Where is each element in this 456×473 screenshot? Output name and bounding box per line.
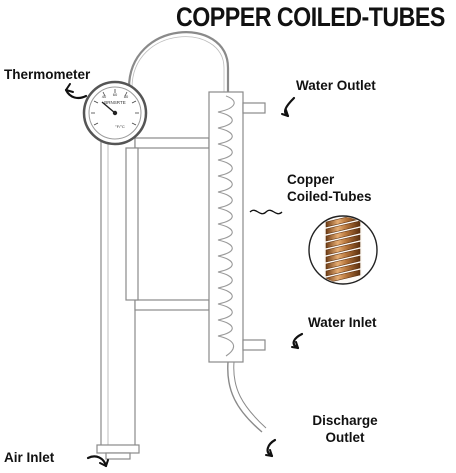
copper-coiled-tubes-label: Copper Coiled-Tubes [287, 171, 372, 205]
discharge-outlet-label: Discharge Outlet [303, 412, 387, 446]
discharge-label-line2: Outlet [325, 430, 365, 445]
callout-arrows [64, 83, 304, 468]
gauge-needle [101, 101, 116, 114]
page-title: COPPER COILED-TUBES [176, 2, 445, 32]
copper-label-line1: Copper [287, 172, 335, 187]
coil-tube [217, 95, 235, 357]
thermometer-label: Thermometer [4, 67, 91, 82]
water-inlet-port [242, 339, 266, 351]
water-inlet-arrow-icon [291, 332, 304, 350]
still-outline [96, 31, 267, 460]
thermometer-arrow-icon [64, 83, 88, 100]
thermometer-gauge: BRNSRTE 40 60 80 °F/°C [82, 80, 148, 146]
water-outlet-port [242, 102, 266, 114]
coil-callout-line [249, 209, 283, 215]
column-base [96, 444, 140, 454]
water-inlet-label: Water Inlet [308, 315, 377, 330]
air-inlet-arrow-icon [86, 455, 109, 468]
water-outlet-label: Water Outlet [296, 78, 376, 93]
water-outlet-arrow-icon [281, 96, 296, 118]
inner-pipe [125, 147, 139, 301]
gauge-tick-40: 40 [102, 94, 107, 99]
discharge-label-line1: Discharge [312, 413, 378, 428]
vapor-pipe [127, 31, 230, 92]
copper-coil-inset [308, 215, 378, 285]
gauge-unit: °F/°C [115, 124, 125, 129]
upper-connector [134, 137, 210, 149]
air-inlet-label: Air Inlet [4, 450, 55, 465]
gauge-tick-80: 80 [124, 94, 129, 99]
discharge-tube [227, 361, 263, 433]
gauge-brand: BRNSRTE [104, 100, 125, 105]
condenser-jacket [208, 91, 244, 363]
copper-label-line2: Coiled-Tubes [287, 189, 372, 204]
discharge-arrow-icon [265, 438, 277, 458]
gauge-tick-60: 60 [113, 92, 118, 97]
lower-connector [134, 299, 210, 311]
